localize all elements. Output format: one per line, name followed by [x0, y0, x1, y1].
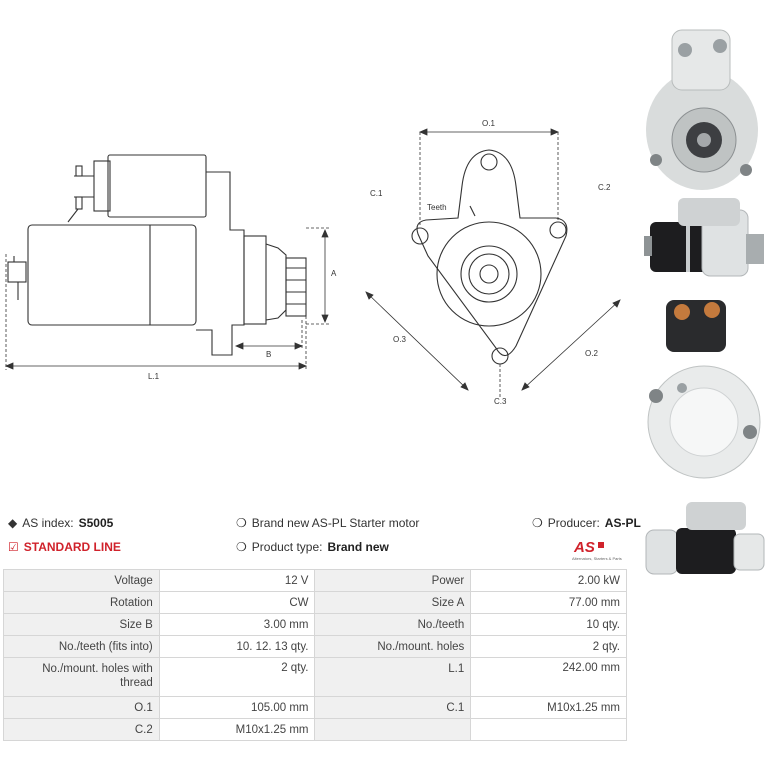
spec-value: M10x1.25 mm	[470, 696, 627, 719]
spec-value	[470, 718, 627, 741]
as-index: ◆ AS index: S5005	[8, 516, 113, 530]
table-row: O.1 105.00 mm C.1 M10x1.25 mm	[3, 696, 627, 719]
dim-c2-label: C.2	[598, 183, 611, 192]
dim-o3-label: O.3	[393, 335, 406, 344]
photo-side-view	[644, 198, 764, 277]
flange-outline	[416, 149, 568, 357]
spec-value: 3.00 mm	[158, 613, 316, 636]
table-row: No./mount. holes with thread 2 qty. L.1 …	[3, 657, 627, 697]
product-type: ❍ Product type: Brand new	[236, 540, 389, 554]
pinion	[285, 257, 307, 317]
dim-o1-label: O.1	[482, 119, 495, 128]
spec-label: No./teeth	[314, 613, 472, 636]
table-row: Rotation CW Size A 77.00 mm	[3, 591, 627, 614]
spec-label: O.1	[3, 696, 160, 719]
spec-label: Size A	[314, 591, 472, 614]
spec-label: Power	[314, 569, 472, 592]
spec-label: C.1	[314, 696, 472, 719]
photo-rear-view	[647, 300, 761, 479]
info-icon: ❍	[236, 540, 247, 554]
dim-l1-label: L.1	[148, 372, 160, 381]
spec-value: M10x1.25 mm	[158, 718, 316, 741]
spec-value: 2.00 kW	[470, 569, 627, 592]
spec-value: 12 V	[158, 569, 316, 592]
dim-b-label: B	[266, 350, 271, 359]
spec-label: Size B	[3, 613, 160, 636]
spec-value: 10. 12. 13 qty.	[158, 635, 316, 658]
standard-line: ☑ STANDARD LINE	[8, 540, 121, 554]
info-icon: ❍	[532, 516, 543, 530]
dim-c3-label: C.3	[494, 397, 507, 406]
checkbox-icon: ☑	[8, 540, 19, 554]
dim-o2-label: O.2	[585, 349, 598, 358]
product-info: ◆ AS index: S5005 ☑ STANDARD LINE ❍ Bran…	[0, 512, 641, 564]
svg-text:AS: AS	[573, 539, 595, 556]
producer-label: Producer:	[547, 516, 600, 530]
spec-label: L.1	[314, 657, 472, 697]
spec-value: 77.00 mm	[470, 591, 627, 614]
table-row: Voltage 12 V Power 2.00 kW	[3, 569, 627, 592]
motor-body	[27, 224, 197, 326]
table-row: No./teeth (fits into) 10. 12. 13 qty. No…	[3, 635, 627, 658]
dim-a-label: A	[331, 269, 337, 278]
product-type-label: Product type:	[251, 540, 323, 554]
producer: ❍ Producer: AS-PL	[532, 516, 641, 530]
standard-line-label: STANDARD LINE	[23, 540, 121, 554]
spec-value: 10 qty.	[470, 613, 627, 636]
table-row: C.2 M10x1.25 mm	[3, 718, 627, 741]
spec-value: 2 qty.	[470, 635, 627, 658]
photo-angle-view	[645, 502, 765, 575]
solenoid-body	[107, 154, 207, 218]
spec-value: 2 qty.	[158, 657, 316, 697]
technical-drawing: A B L.1 O.1 C.1 C.2 Teeth O.3 O.2 C.3	[4, 119, 621, 406]
dim-c1-label: C.1	[370, 189, 383, 198]
photo-front-view	[646, 29, 758, 190]
as-index-label: AS index:	[22, 516, 74, 530]
svg-text:Alternators, Starters & Parts: Alternators, Starters & Parts	[572, 556, 622, 561]
spec-value: CW	[158, 591, 316, 614]
spec-label: Voltage	[3, 569, 160, 592]
description-text: Brand new AS-PL Starter motor	[251, 516, 420, 530]
product-type-value: Brand new	[327, 540, 389, 554]
spec-value: 242.00 mm	[470, 657, 627, 697]
spec-label: No./teeth (fits into)	[3, 635, 160, 658]
spec-label: C.2	[3, 718, 160, 741]
description: ❍ Brand new AS-PL Starter motor	[236, 516, 419, 530]
teeth-label: Teeth	[427, 203, 447, 212]
table-row: Size B 3.00 mm No./teeth 10 qty.	[3, 613, 627, 636]
spec-label: Rotation	[3, 591, 160, 614]
spec-table: Voltage 12 V Power 2.00 kW Rotation CW S…	[3, 569, 627, 741]
spec-label	[314, 718, 472, 741]
spec-label: No./mount. holes	[314, 635, 472, 658]
info-icon: ❍	[236, 516, 247, 530]
as-pl-logo: AS Alternators, Starters & Parts	[572, 539, 622, 561]
tag-icon: ◆	[8, 516, 18, 530]
as-index-value: S5005	[78, 516, 114, 530]
producer-value: AS-PL	[604, 516, 641, 530]
spec-label: No./mount. holes with thread	[3, 657, 160, 697]
spec-value: 105.00 mm	[158, 696, 316, 719]
